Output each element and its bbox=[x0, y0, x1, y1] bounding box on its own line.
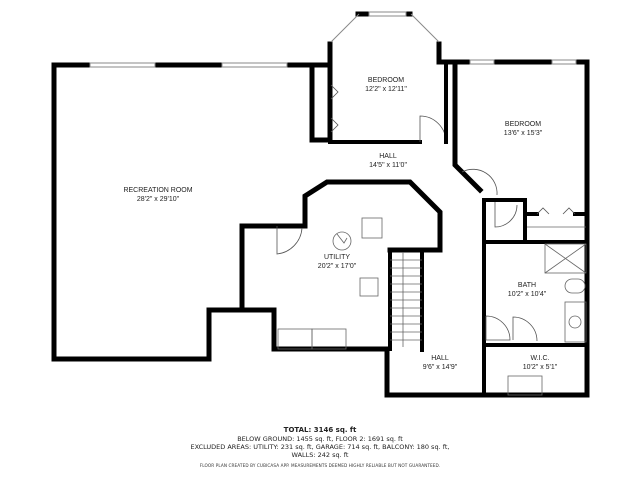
room-name: BEDROOM bbox=[504, 121, 542, 128]
area-breakdown: BELOW GROUND: 1455 sq. ft, FLOOR 2: 1691… bbox=[237, 435, 403, 443]
walls-area: WALLS: 242 sq. ft bbox=[291, 451, 349, 459]
room-dimensions: 10'2" x 5'1" bbox=[522, 364, 558, 371]
bath-wic-walls bbox=[384, 198, 590, 398]
bedroom-2-walls bbox=[452, 59, 590, 398]
room-dimensions: 10'2" x 10'4" bbox=[507, 291, 547, 298]
room-dimensions: 28'2" x 29'10" bbox=[136, 196, 180, 203]
room-name: RECREATION ROOM bbox=[123, 187, 193, 194]
room-name: BEDROOM bbox=[367, 77, 405, 84]
utility-walls bbox=[239, 179, 443, 352]
room-dimensions: 13'6" x 15'3" bbox=[503, 130, 543, 137]
room-utility: UTILITY 20'2" x 17'0" bbox=[318, 253, 356, 271]
room-bedroom-2: BEDROOM 13'6" x 15'3" bbox=[504, 120, 542, 138]
excluded-areas: EXCLUDED AREAS: UTILITY: 231 sq. ft, GAR… bbox=[190, 443, 450, 451]
room-name: UTILITY bbox=[323, 254, 351, 261]
total-area: TOTAL: 3146 sq. ft bbox=[283, 426, 357, 434]
disclaimer: FLOOR PLAN CREATED BY CUBICASA APP. MEAS… bbox=[199, 463, 441, 468]
room-name: HALL bbox=[379, 153, 397, 160]
room-hall-upper: HALL 14'5" x 11'0" bbox=[369, 152, 407, 170]
room-name: W.I.C. bbox=[530, 355, 550, 362]
room-dimensions: 20'2" x 17'0" bbox=[317, 263, 357, 270]
room-name: HALL bbox=[431, 355, 449, 362]
bedroom-1-walls bbox=[327, 11, 458, 144]
room-bedroom-1: BEDROOM 12'2" x 12'11" bbox=[365, 76, 407, 94]
room-recreation: RECREATION ROOM 28'2" x 29'10" bbox=[123, 186, 192, 204]
recreation-room-walls bbox=[51, 62, 390, 362]
room-dimensions: 12'2" x 12'11" bbox=[365, 86, 407, 93]
room-dimensions: 14'5" x 11'0" bbox=[369, 162, 407, 169]
stairs bbox=[390, 252, 422, 347]
room-name: BATH bbox=[517, 282, 537, 289]
room-dimensions: 9'6" x 14'9" bbox=[422, 364, 458, 371]
room-bath: BATH 10'2" x 10'4" bbox=[508, 281, 546, 299]
room-wic: W.I.C. 10'2" x 5'1" bbox=[523, 354, 558, 372]
room-hall-lower: HALL 9'6" x 14'9" bbox=[423, 354, 458, 372]
